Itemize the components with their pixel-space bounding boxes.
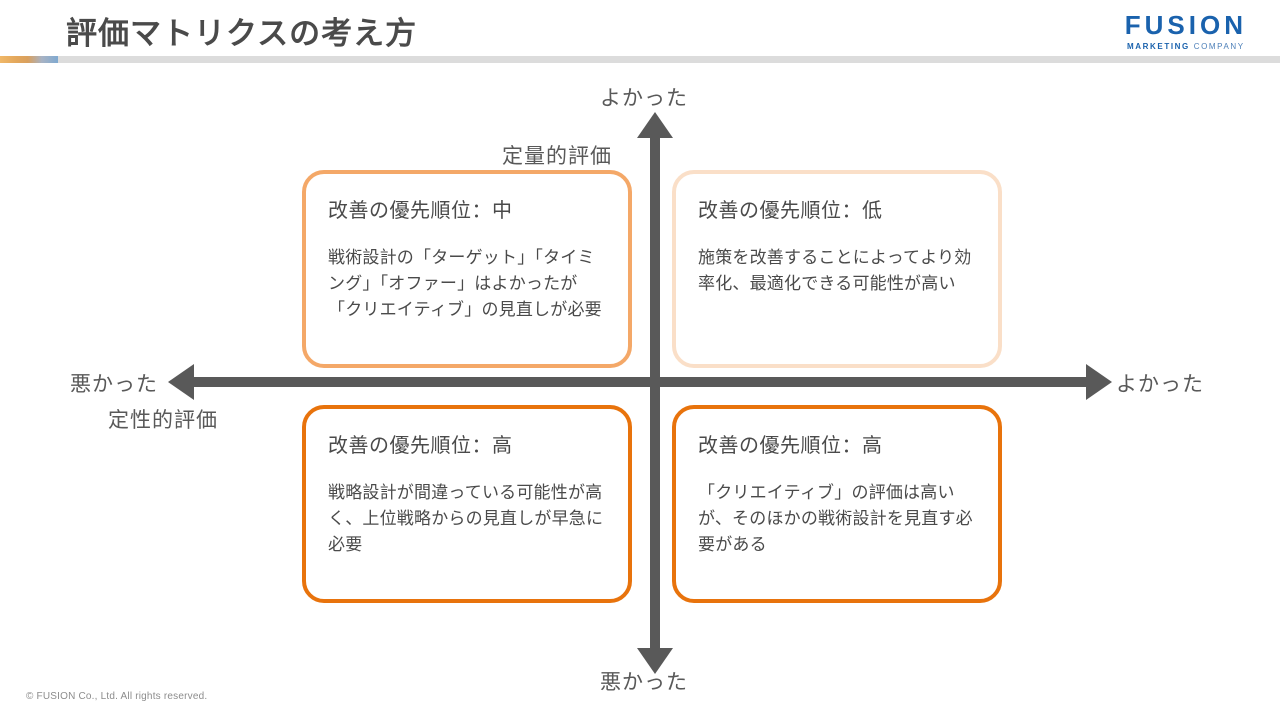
evaluation-matrix: よかった 定量的評価 悪かった 悪かった 定性的評価 よかった 改善の優先順位：… <box>0 62 1280 720</box>
arrow-right-icon <box>1086 364 1112 400</box>
quadrant-title: 改善の優先順位：低 <box>698 200 883 222</box>
logo-tagline-strong: MARKETING <box>1127 42 1190 51</box>
quadrant-card-top-right[interactable]: 改善の優先順位：低 施策を改善することによってより効率化、最適化できる可能性が高… <box>672 170 1002 368</box>
axis-label-vertical-dimension: 定量的評価 <box>502 145 612 168</box>
logo-tagline: MARKETING COMPANY <box>1125 43 1247 51</box>
arrow-up-icon <box>637 112 673 138</box>
horizontal-axis-line <box>190 377 1090 387</box>
header-accent-bar <box>0 56 58 63</box>
vertical-axis-line <box>650 130 660 650</box>
axis-label-right-positive: よかった <box>1116 373 1204 396</box>
quadrant-card-top-left[interactable]: 改善の優先順位：中 戦術設計の「ターゲット」「タイミング」「オファー」はよかった… <box>302 170 632 368</box>
quadrant-title: 改善の優先順位：高 <box>328 435 513 457</box>
axis-label-horizontal-dimension: 定性的評価 <box>108 409 218 432</box>
quadrant-card-bottom-left[interactable]: 改善の優先順位：高 戦略設計が間違っている可能性が高く、上位戦略からの見直しが早… <box>302 405 632 603</box>
axis-label-top-positive: よかった <box>600 87 688 110</box>
slide-header: 評価マトリクスの考え方 <box>0 0 1280 63</box>
quadrant-body: 「クリエイティブ」の評価は高いが、そのほかの戦術設計を見直す必要がある <box>698 483 973 554</box>
logo-tagline-light: COMPANY <box>1193 42 1245 51</box>
quadrant-title: 改善の優先順位：高 <box>698 435 883 457</box>
axis-label-bottom-negative: 悪かった <box>600 671 688 694</box>
quadrant-card-bottom-right[interactable]: 改善の優先順位：高 「クリエイティブ」の評価は高いが、そのほかの戦術設計を見直す… <box>672 405 1002 603</box>
copyright-notice: © FUSION Co., Ltd. All rights reserved. <box>26 691 208 702</box>
quadrant-body: 戦略設計が間違っている可能性が高く、上位戦略からの見直しが早急に必要 <box>328 483 604 554</box>
page-title: 評価マトリクスの考え方 <box>66 16 418 51</box>
fusion-logo: FUSION MARKETING COMPANY <box>1125 12 1247 51</box>
quadrant-body: 戦術設計の「ターゲット」「タイミング」「オファー」はよかったが「クリエイティブ」… <box>328 248 602 319</box>
arrow-left-icon <box>168 364 194 400</box>
quadrant-body: 施策を改善することによってより効率化、最適化できる可能性が高い <box>698 248 972 293</box>
quadrant-title: 改善の優先順位：中 <box>328 200 513 222</box>
logo-wordmark: FUSION <box>1124 10 1247 40</box>
header-divider <box>0 56 1280 63</box>
axis-label-left-negative: 悪かった <box>70 373 158 396</box>
arrow-down-icon <box>637 648 673 674</box>
